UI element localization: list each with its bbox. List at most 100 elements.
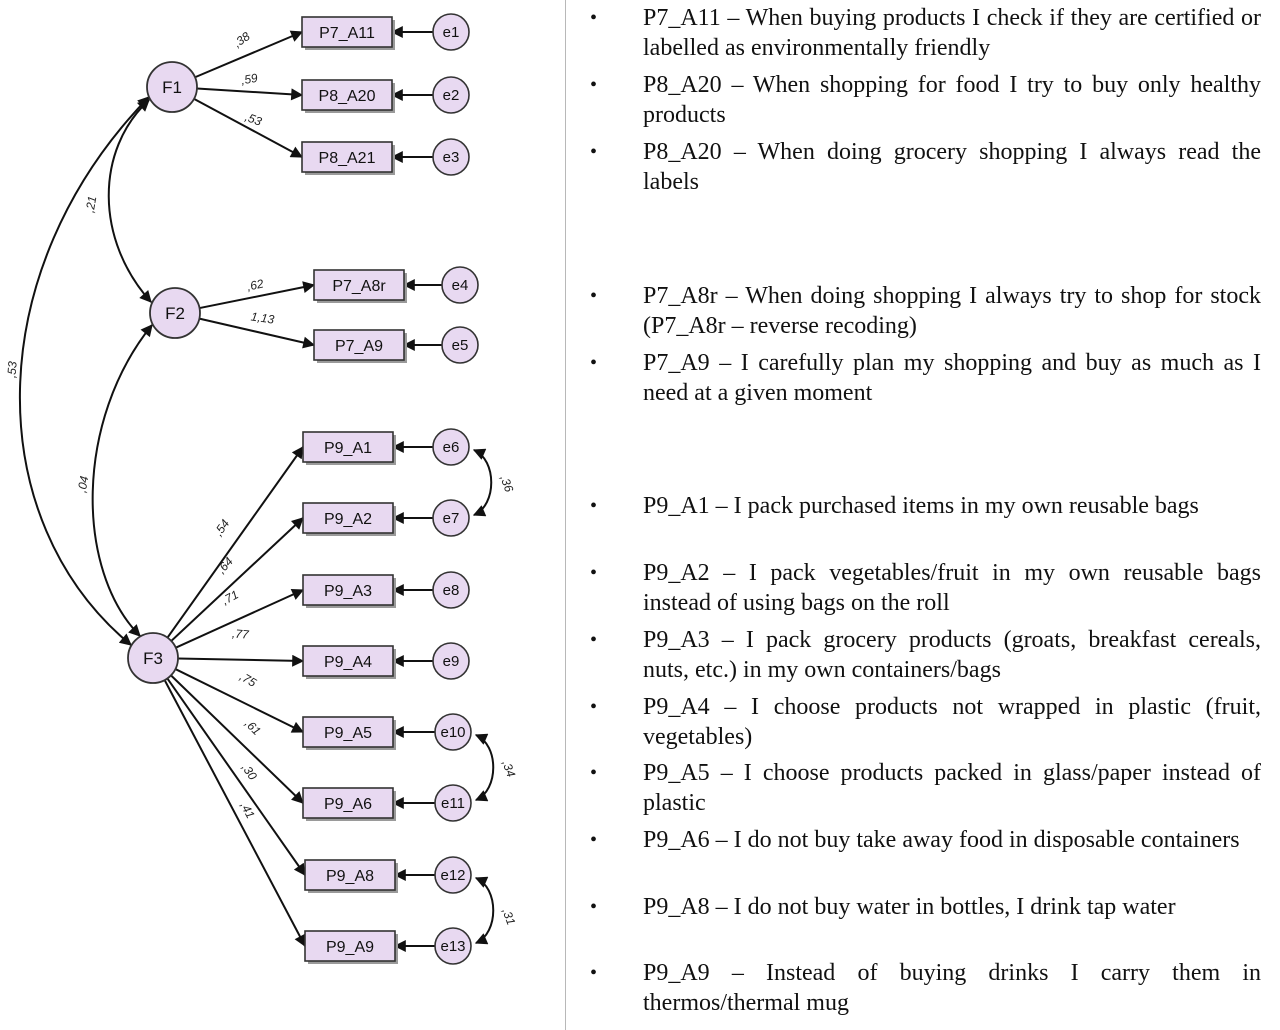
legend-item-text: P9_A8 – I do not buy water in bottles, I…	[643, 894, 1176, 920]
error-node	[432, 428, 470, 466]
error-label: e3	[443, 149, 460, 166]
indicator-label: P9_A4	[324, 654, 372, 671]
indicator-label: P9_A8	[326, 868, 374, 885]
indicator-label: P7_A9	[335, 338, 383, 355]
bullet-icon: •	[590, 285, 598, 307]
loading-path	[177, 654, 305, 667]
bullet-icon: •	[590, 962, 598, 984]
loading-label: ,53	[243, 110, 264, 129]
error-node	[432, 571, 470, 609]
indicator-box	[313, 269, 405, 301]
error-label: e7	[443, 510, 460, 527]
error-node	[432, 13, 470, 51]
bullet-icon: •	[590, 629, 598, 651]
loading-path	[166, 446, 304, 639]
error-covariance-arc	[474, 733, 495, 802]
indicator-label: P9_A5	[324, 725, 372, 742]
correlation-arc	[91, 324, 153, 637]
loading-label: 1,13	[250, 309, 275, 326]
indicator-box	[302, 574, 394, 606]
factor-label: F3	[143, 649, 163, 668]
loading-path	[196, 87, 304, 101]
indicator-box	[302, 787, 394, 819]
error-node	[434, 784, 472, 822]
error-node	[432, 499, 470, 537]
loading-label: ,75	[237, 669, 259, 690]
indicator-label: P9_A3	[324, 583, 372, 600]
indicator-label: P9_A9	[326, 939, 374, 956]
error-label: e12	[440, 867, 465, 884]
indicator-label: P9_A1	[324, 440, 372, 457]
loading-path	[170, 517, 304, 642]
error-label: e6	[443, 439, 460, 456]
bullet-icon: •	[590, 562, 598, 584]
error-label: e5	[452, 337, 469, 354]
error-covariance-arc	[474, 876, 495, 945]
bullet-icon: •	[590, 829, 598, 851]
bullet-icon: •	[590, 141, 598, 163]
loading-label: ,77	[231, 626, 250, 642]
legend-item-text: P8_A20 – When doing grocery shopping I a…	[643, 139, 1261, 195]
indicator-label: P7_A8r	[332, 278, 386, 295]
loading-path	[193, 97, 304, 158]
loading-label: ,61	[242, 716, 264, 738]
error-node	[432, 138, 470, 176]
error-label: e8	[443, 582, 460, 599]
loading-label: ,38	[231, 29, 253, 50]
factor-node	[146, 61, 198, 113]
correlation-label: ,04	[75, 475, 92, 494]
error-label: e13	[440, 938, 465, 955]
indicator-box	[302, 431, 394, 463]
bullet-icon: •	[590, 762, 598, 784]
loading-label: ,41	[237, 799, 257, 820]
factor-node	[149, 287, 201, 339]
error-covariance-arc	[472, 448, 493, 517]
bullet-icon: •	[590, 74, 598, 96]
indicator-box	[302, 716, 394, 748]
bullet-icon: •	[590, 352, 598, 374]
legend-item-text: P9_A4 – I choose products not wrapped in…	[643, 694, 1261, 750]
indicator-label: P8_A20	[319, 88, 376, 105]
correlation-label: ,21	[83, 195, 100, 214]
loading-label: ,54	[211, 517, 232, 539]
loading-path	[194, 30, 304, 79]
loading-label: ,64	[214, 554, 236, 576]
error-covariance-label: ,34	[499, 758, 518, 779]
factor-label: F2	[165, 304, 185, 323]
legend-item-text: P9_A6 – I do not buy take away food in d…	[643, 827, 1240, 853]
loading-path	[199, 281, 316, 310]
error-covariance-label: ,31	[499, 906, 518, 926]
loading-path	[175, 588, 305, 649]
indicator-box	[302, 502, 394, 534]
column-divider	[565, 0, 566, 1030]
error-label: e10	[440, 724, 465, 741]
legend-item-text: P7_A11 – When buying products I check if…	[643, 5, 1261, 61]
factor-label: F1	[162, 78, 182, 97]
indicator-box	[301, 16, 393, 48]
loading-label: ,30	[239, 761, 260, 783]
error-node	[434, 927, 472, 965]
error-node	[441, 266, 479, 304]
error-label: e4	[452, 277, 469, 294]
legend-item-text: P9_A1 – I pack purchased items in my own…	[643, 493, 1199, 519]
error-label: e1	[443, 24, 460, 41]
loading-label: ,71	[219, 587, 240, 607]
error-label: e9	[443, 653, 460, 670]
indicator-label: P9_A2	[324, 511, 372, 528]
indicator-label: P9_A6	[324, 796, 372, 813]
legend-item-text: P9_A5 – I choose products packed in glas…	[643, 760, 1261, 816]
loading-path	[170, 674, 304, 804]
error-node	[434, 856, 472, 894]
error-node	[432, 642, 470, 680]
error-covariance-label: ,36	[497, 473, 516, 494]
correlation-arc	[18, 96, 150, 646]
loading-label: ,62	[246, 276, 266, 293]
indicator-box	[304, 859, 396, 891]
indicator-label: P8_A21	[319, 150, 376, 167]
error-label: e11	[441, 795, 465, 812]
indicator-box	[302, 645, 394, 677]
correlation-label: ,53	[4, 360, 19, 378]
loading-label: ,59	[240, 71, 259, 88]
legend-item-text: P9_A9 – Instead of buying drinks I carry…	[643, 960, 1261, 1016]
